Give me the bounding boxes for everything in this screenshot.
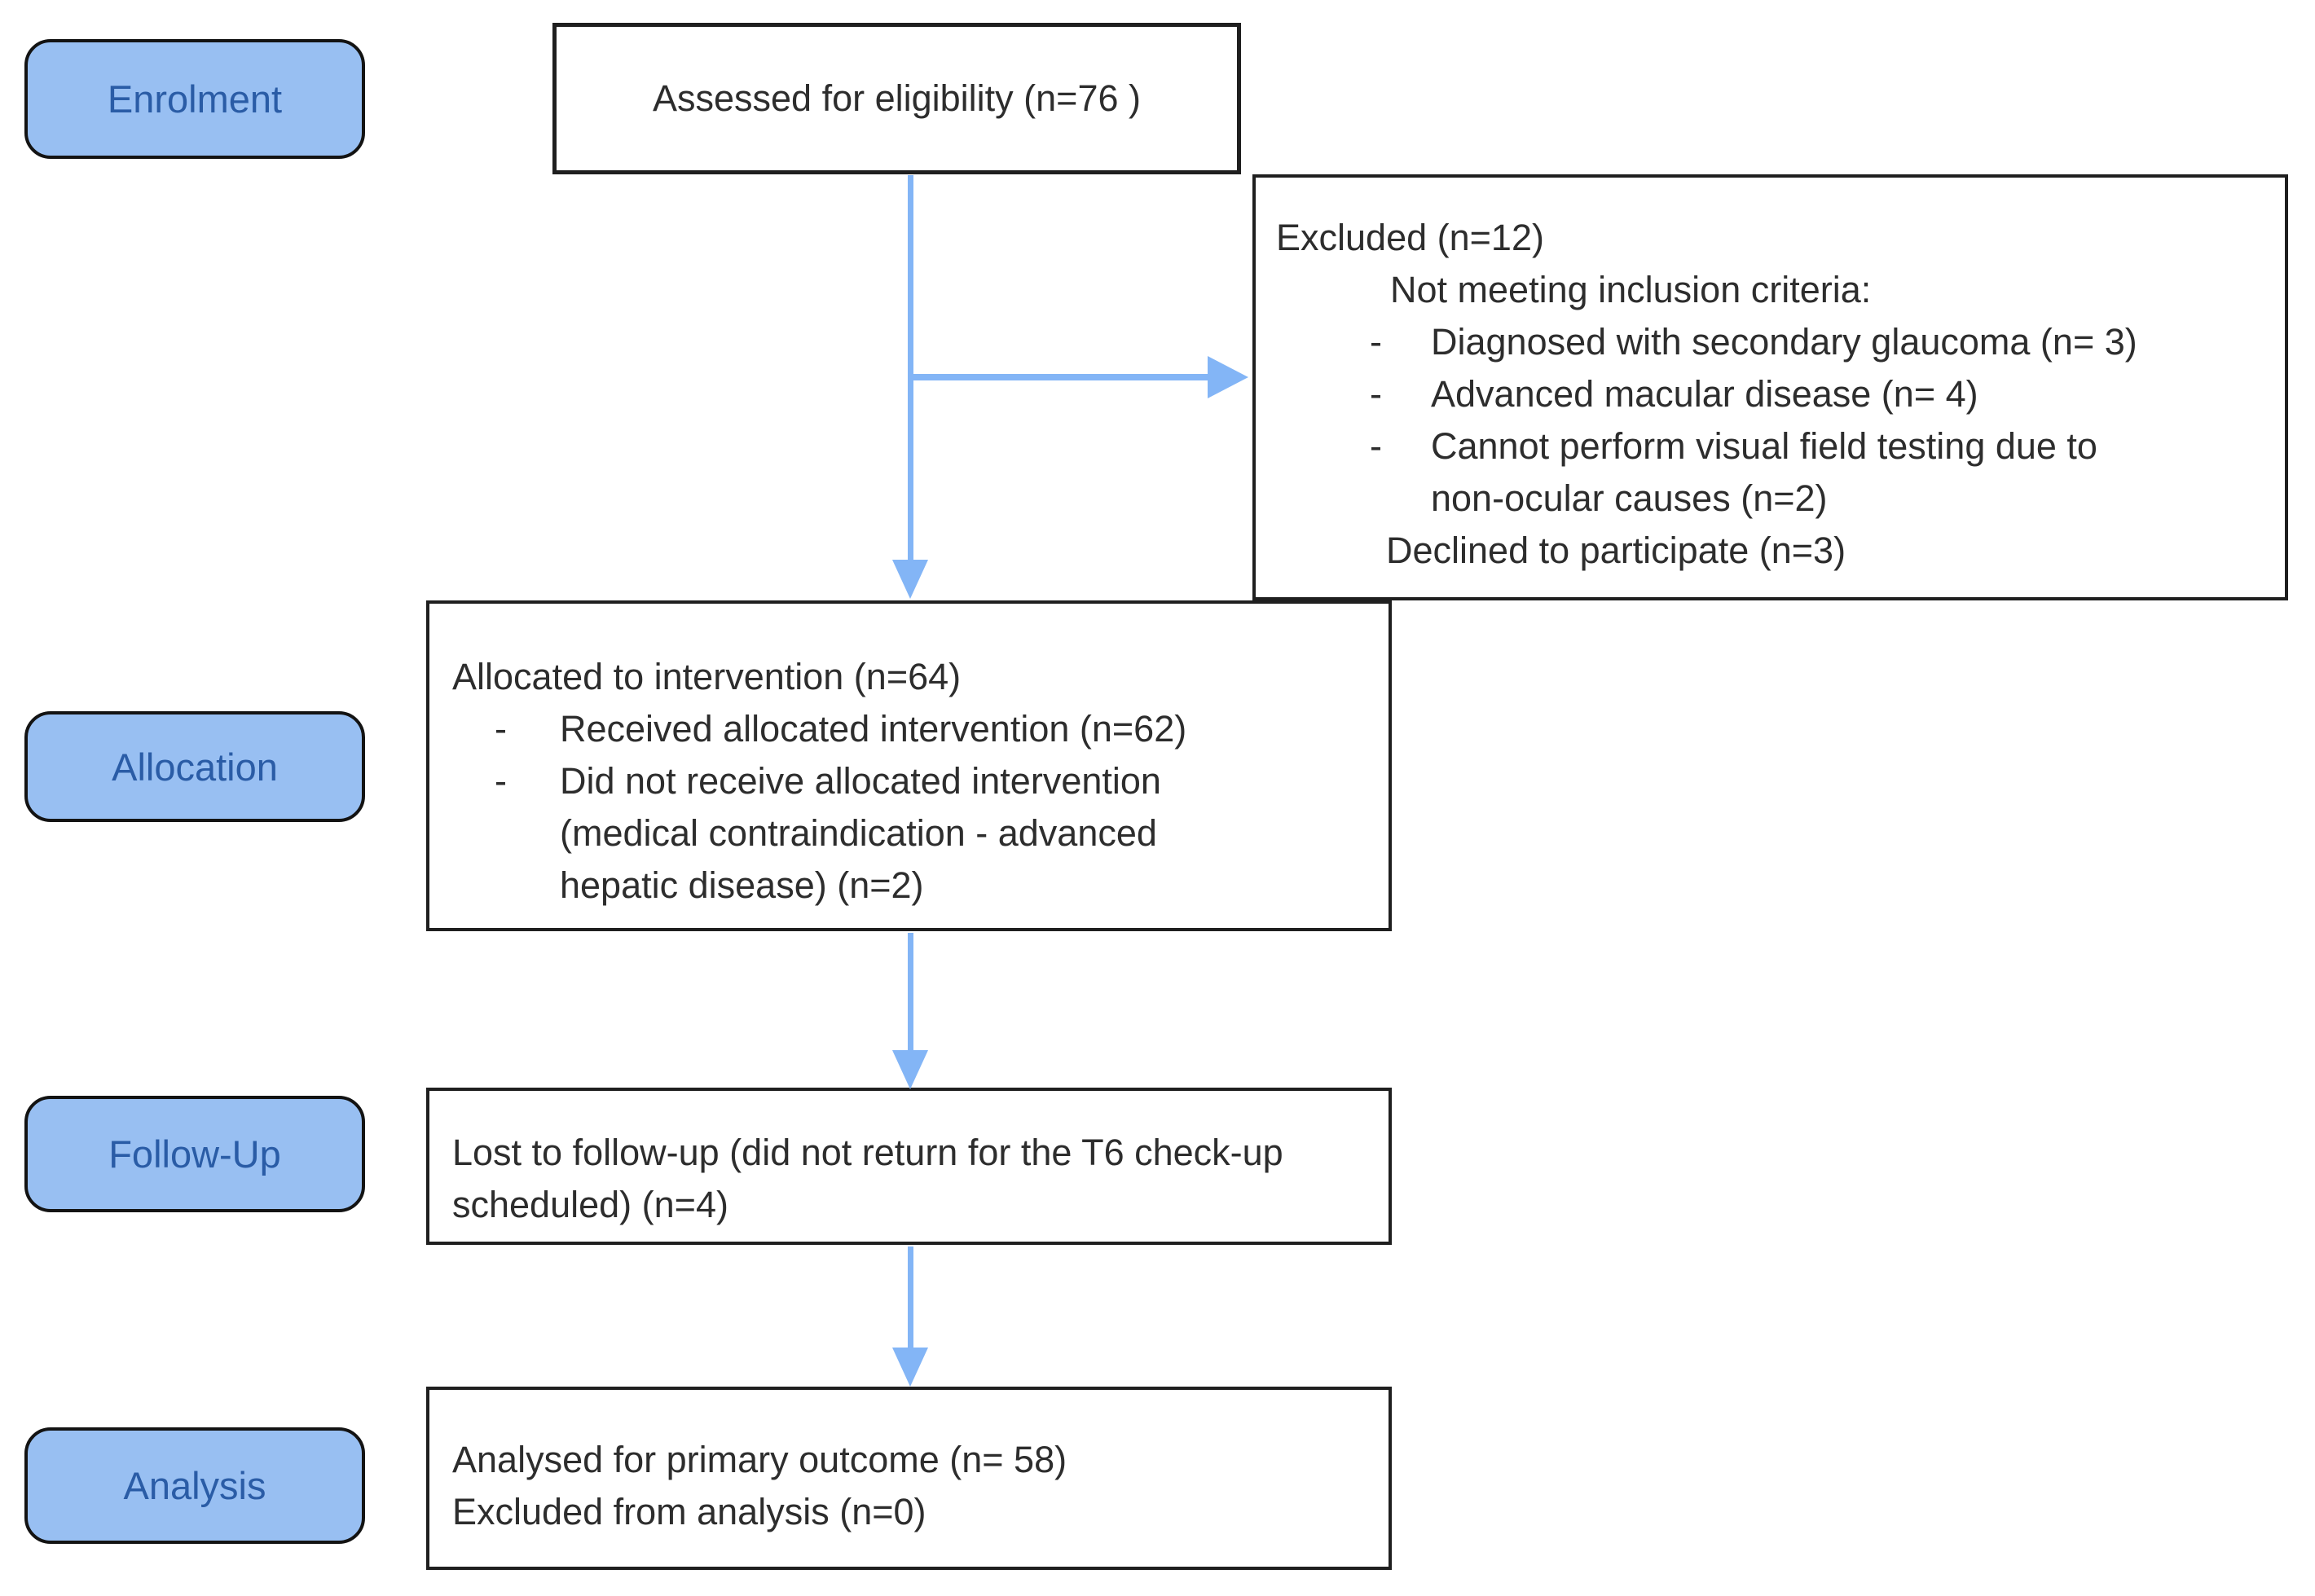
stage-label-allocation: Allocation — [24, 711, 365, 822]
assessed-eligibility-text: Assessed for eligibility (n=76 ) — [652, 77, 1142, 119]
stage-label-allocation-text: Allocation — [112, 745, 278, 789]
followup-box: Lost to follow-up (did not return for th… — [426, 1088, 1392, 1245]
excluded-bullet-1-text: Diagnosed with secondary glaucoma (n= 3) — [1431, 321, 2137, 363]
bullet-dash: - — [495, 760, 507, 802]
stage-label-analysis-text: Analysis — [123, 1464, 266, 1507]
bullet-dash: - — [1370, 321, 1382, 363]
allocated-title: Allocated to intervention (n=64) — [452, 656, 962, 697]
arrow-allocated-to-followup-stem — [908, 933, 913, 1052]
bullet-dash: - — [1370, 373, 1382, 415]
arrow-down-icon — [892, 560, 928, 599]
excluded-bullet-3-text: Cannot perform visual field testing due … — [1431, 425, 2097, 519]
analysis-line-1: Analysed for primary outcome (n= 58) — [452, 1439, 1067, 1480]
stage-label-followup-text: Follow-Up — [108, 1132, 281, 1176]
stage-label-followup: Follow-Up — [24, 1096, 365, 1212]
stage-label-analysis: Analysis — [24, 1427, 365, 1544]
allocated-bullet-1-text: Received allocated intervention (n=62) — [560, 708, 1187, 750]
analysis-box: Analysed for primary outcome (n= 58) Exc… — [426, 1387, 1392, 1570]
allocated-bullet-2: - Did not receive allocated intervention… — [429, 755, 1389, 912]
excluded-bullet-3: - Cannot perform visual field testing du… — [1256, 420, 2285, 525]
allocated-bullet-1: - Received allocated intervention (n=62) — [429, 703, 1389, 755]
allocated-box: Allocated to intervention (n=64) - Recei… — [426, 600, 1392, 931]
bullet-dash: - — [495, 708, 507, 750]
excluded-bullet-2: - Advanced macular disease (n= 4) — [1256, 368, 2285, 420]
excluded-title: Excluded (n=12) — [1276, 217, 1544, 258]
arrow-right-icon — [1208, 356, 1248, 398]
arrow-down-icon — [892, 1050, 928, 1089]
arrow-assessed-to-allocated-stem — [908, 175, 913, 561]
assessed-eligibility-box: Assessed for eligibility (n=76 ) — [552, 23, 1241, 174]
arrow-branch-to-excluded-stem — [910, 374, 1208, 380]
excluded-subtitle: Not meeting inclusion criteria: — [1390, 269, 1872, 310]
excluded-bullet-2-text: Advanced macular disease (n= 4) — [1431, 373, 1978, 415]
excluded-bullet-1: - Diagnosed with secondary glaucoma (n= … — [1256, 316, 2285, 368]
stage-label-enrolment-text: Enrolment — [107, 77, 283, 121]
excluded-box: Excluded (n=12) Not meeting inclusion cr… — [1252, 174, 2288, 600]
bullet-dash: - — [1370, 425, 1382, 467]
stage-label-enrolment: Enrolment — [24, 39, 365, 159]
arrow-down-icon — [892, 1348, 928, 1387]
followup-text: Lost to follow-up (did not return for th… — [452, 1132, 1283, 1225]
arrow-followup-to-analysis-stem — [908, 1246, 913, 1349]
analysis-line-2: Excluded from analysis (n=0) — [452, 1491, 926, 1532]
allocated-bullet-2-text: Did not receive allocated intervention (… — [560, 760, 1161, 906]
excluded-declined-text: Declined to participate (n=3) — [1386, 530, 1846, 571]
